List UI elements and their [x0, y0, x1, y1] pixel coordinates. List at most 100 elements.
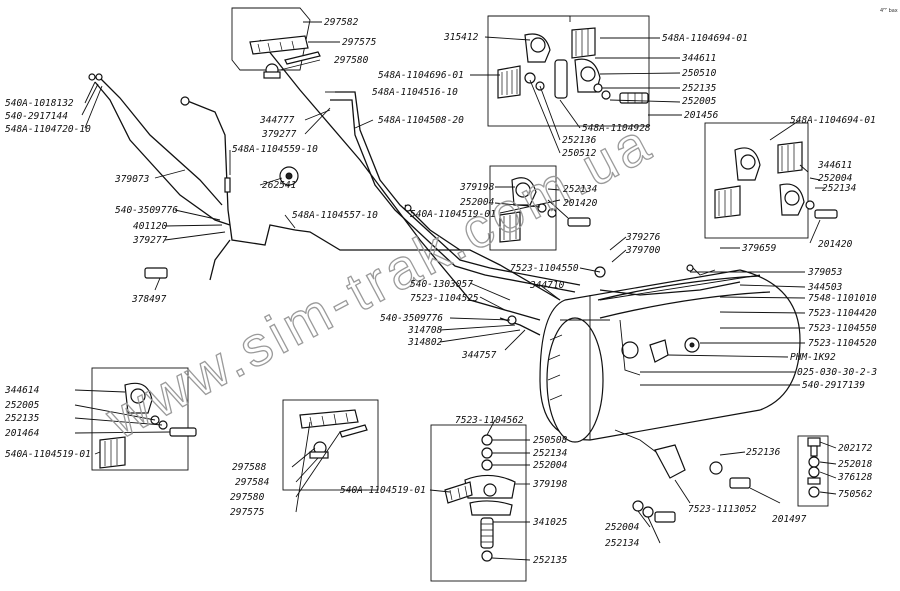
frame-top-clamp	[487, 15, 650, 127]
part-label: 548А-1104516-10	[372, 87, 458, 98]
part-label: 540-1303057	[410, 279, 473, 290]
part-label: 548А-1104694-01	[662, 33, 748, 44]
part-label: 252004	[605, 522, 640, 533]
part-label: 7523-1104550	[510, 263, 579, 274]
part-label: 252135	[682, 83, 717, 94]
part-label: 379276	[625, 232, 661, 243]
part-label: 7523-1104420	[808, 308, 877, 319]
part-label: 297575	[230, 507, 265, 518]
part-group-right-clamp	[714, 141, 838, 219]
part-label: 252134	[533, 448, 568, 459]
frame-bottom-pads	[282, 399, 379, 491]
part-label: 378497	[131, 294, 167, 305]
part-label: 344611	[817, 160, 852, 171]
part-label: 540А-1104519-01	[410, 209, 496, 220]
part-label: 540А-1018132	[5, 98, 74, 109]
part-group-bracket	[632, 437, 821, 523]
part-label: 379073	[114, 174, 150, 185]
part-label: 548А-1104694-01	[790, 115, 876, 126]
fuel-tank	[539, 264, 801, 456]
part-label: 252005	[682, 96, 717, 107]
part-label: 297582	[324, 17, 359, 28]
part-label: 7548-1101010	[808, 293, 877, 304]
small-parts	[88, 73, 694, 325]
part-label: 540-3509776	[380, 313, 443, 324]
part-label: 379053	[807, 267, 843, 278]
part-label: 201464	[5, 428, 40, 439]
part-label: 250512	[562, 148, 597, 159]
frame-top-pads	[231, 7, 311, 71]
part-label: 341025	[532, 517, 568, 528]
part-label: 540А-1104519-01	[340, 485, 426, 496]
part-label: 548А-1104559-10	[232, 144, 318, 155]
part-label: 252004	[460, 197, 495, 208]
part-label: 379700	[625, 245, 661, 256]
frame-mid-clamp	[489, 165, 557, 251]
part-label: 202172	[838, 443, 873, 454]
part-label: 297588	[232, 462, 267, 473]
part-label: 548А-1104557-10	[292, 210, 378, 221]
fuel-pipes	[94, 39, 741, 336]
part-label: 252136	[562, 135, 597, 146]
part-label: 201420	[818, 239, 853, 250]
part-label: 7523-1104520	[808, 338, 877, 349]
part-label: 252134	[605, 538, 640, 549]
tank-valve	[621, 341, 639, 359]
part-label: 376128	[837, 472, 873, 483]
part-label: 401120	[133, 221, 168, 232]
part-group-mid-clamp	[499, 177, 591, 243]
part-378497	[144, 267, 168, 279]
part-label: 540-2917144	[5, 111, 68, 122]
part-label: 379277	[132, 235, 168, 246]
part-group-bottom-pads	[299, 409, 368, 459]
part-label: 252005	[5, 400, 40, 411]
part-label: 7523-1113052	[688, 504, 757, 515]
corner-mark: 4ᴾᴾ bax	[880, 8, 898, 14]
part-label: 252135	[5, 413, 40, 424]
frame-bottom-clamp	[430, 424, 527, 582]
part-label: 250508	[533, 435, 568, 446]
part-label: 252134	[822, 183, 857, 194]
part-label: 201456	[684, 110, 719, 121]
part-label: 252018	[838, 459, 873, 470]
part-label: 379198	[532, 479, 568, 490]
part-label: 297580	[230, 492, 265, 503]
part-label: 314802	[407, 337, 443, 348]
part-label: 379277	[261, 129, 297, 140]
part-label: РНМ-1К92	[790, 352, 836, 363]
part-label: 297580	[334, 55, 369, 66]
part-label: 540-2917139	[802, 380, 865, 391]
part-label: 025-030-30-2-3	[797, 367, 877, 378]
part-label: 252004	[533, 460, 568, 471]
part-label: 250510	[682, 68, 717, 79]
part-label: 548А-1104696-01	[378, 70, 464, 81]
leader-lines	[74, 21, 837, 561]
part-label: 548А-1104508-20	[378, 115, 464, 126]
part-label: 344777	[259, 115, 295, 126]
part-label: 7523-1104562	[455, 415, 524, 426]
part-label: 540А-1104519-01	[5, 449, 91, 460]
part-label: 252004	[818, 173, 853, 184]
part-label: 252135	[533, 555, 568, 566]
part-label: 379198	[459, 182, 495, 193]
part-label: 344611	[681, 53, 716, 64]
frame-right-clamp	[704, 122, 809, 239]
part-label: 344503	[807, 282, 843, 293]
part-group-bottom-clamp	[444, 434, 516, 562]
part-label: 750562	[838, 489, 873, 500]
part-label: 548А-1104928	[582, 123, 651, 134]
frame-bolt-stack	[797, 435, 829, 507]
part-label: 262541	[262, 180, 296, 191]
part-group-297582	[249, 35, 321, 79]
part-label: 7523-1104525	[410, 293, 479, 304]
part-label: 344614	[4, 385, 40, 396]
part-label: 540-3509776	[115, 205, 178, 216]
part-group-left-clamp	[99, 382, 197, 469]
part-label: 297584	[235, 477, 270, 488]
part-label: 548А-1104720-10	[5, 124, 91, 135]
part-label: 201420	[563, 198, 598, 209]
part-label: 7523-1104550	[808, 323, 877, 334]
part-labels: 297582 297575 297580 315412 548А-1104694…	[4, 17, 877, 566]
part-label: 315412	[443, 32, 479, 43]
